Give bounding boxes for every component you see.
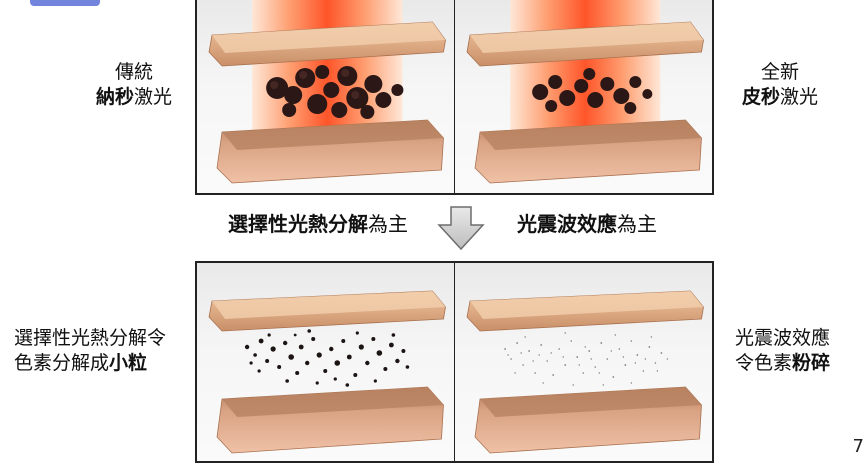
small-pigment-particles: [244, 329, 410, 387]
photothermal-result-prefix: 色素分解成: [14, 352, 110, 374]
large-pigment-clusters: [266, 65, 404, 119]
photoacoustic-bold-text: 光震波效應: [517, 212, 617, 236]
nanosecond-bold-text: 納秒: [96, 86, 135, 108]
photoacoustic-result-line1: 光震波效應: [735, 327, 831, 349]
fine-pigment-dust: [503, 332, 668, 386]
picosecond-bold-text: 皮秒: [742, 86, 781, 108]
photoacoustic-mechanism-label: 光震波效應為主: [517, 211, 657, 237]
small-particles-illustration: [197, 263, 455, 461]
traditional-suffix-text: 激光: [134, 86, 173, 108]
slide-corner-mark: [30, 0, 100, 6]
pigment-clusters: [531, 68, 652, 114]
nanosecond-laser-illustration: [197, 0, 455, 193]
new-laser-label: 全新 皮秒激光: [742, 60, 818, 110]
photothermal-mechanism-label: 選擇性光熱分解為主: [228, 211, 408, 237]
new-suffix-text: 激光: [780, 86, 819, 108]
picosecond-laser-graphic: [466, 0, 704, 184]
photoacoustic-result-label: 光震波效應 令色素粉碎: [735, 326, 830, 376]
page-number: 7: [852, 436, 864, 457]
photoacoustic-result-prefix: 令色素: [735, 352, 793, 374]
photothermal-result-label: 選擇性光熱分解令 色素分解成小粒: [14, 326, 166, 376]
photothermal-bold-text: 選擇性光熱分解: [228, 212, 368, 236]
photoacoustic-suffix-text: 為主: [617, 212, 657, 236]
photothermal-suffix-text: 為主: [368, 212, 408, 236]
small-particles-graphic: [208, 290, 446, 454]
pulverized-pigment-illustration: [454, 263, 712, 461]
down-arrow-icon: [437, 206, 485, 251]
pulverize-bold-text: 粉碎: [792, 352, 831, 374]
photothermal-result-line1: 選擇性光熱分解令: [14, 327, 167, 349]
pulverized-pigment-graphic: [466, 290, 704, 454]
traditional-label-line1: 傳統: [115, 61, 154, 83]
small-particles-bold-text: 小粒: [109, 352, 148, 374]
nanosecond-laser-graphic: [208, 0, 446, 184]
new-label-line1: 全新: [761, 61, 800, 83]
laser-result-bottom-frame: [195, 261, 714, 463]
traditional-laser-label: 傳統 納秒激光: [96, 60, 172, 110]
laser-comparison-top-frame: [195, 0, 714, 195]
picosecond-laser-illustration: [454, 0, 712, 193]
